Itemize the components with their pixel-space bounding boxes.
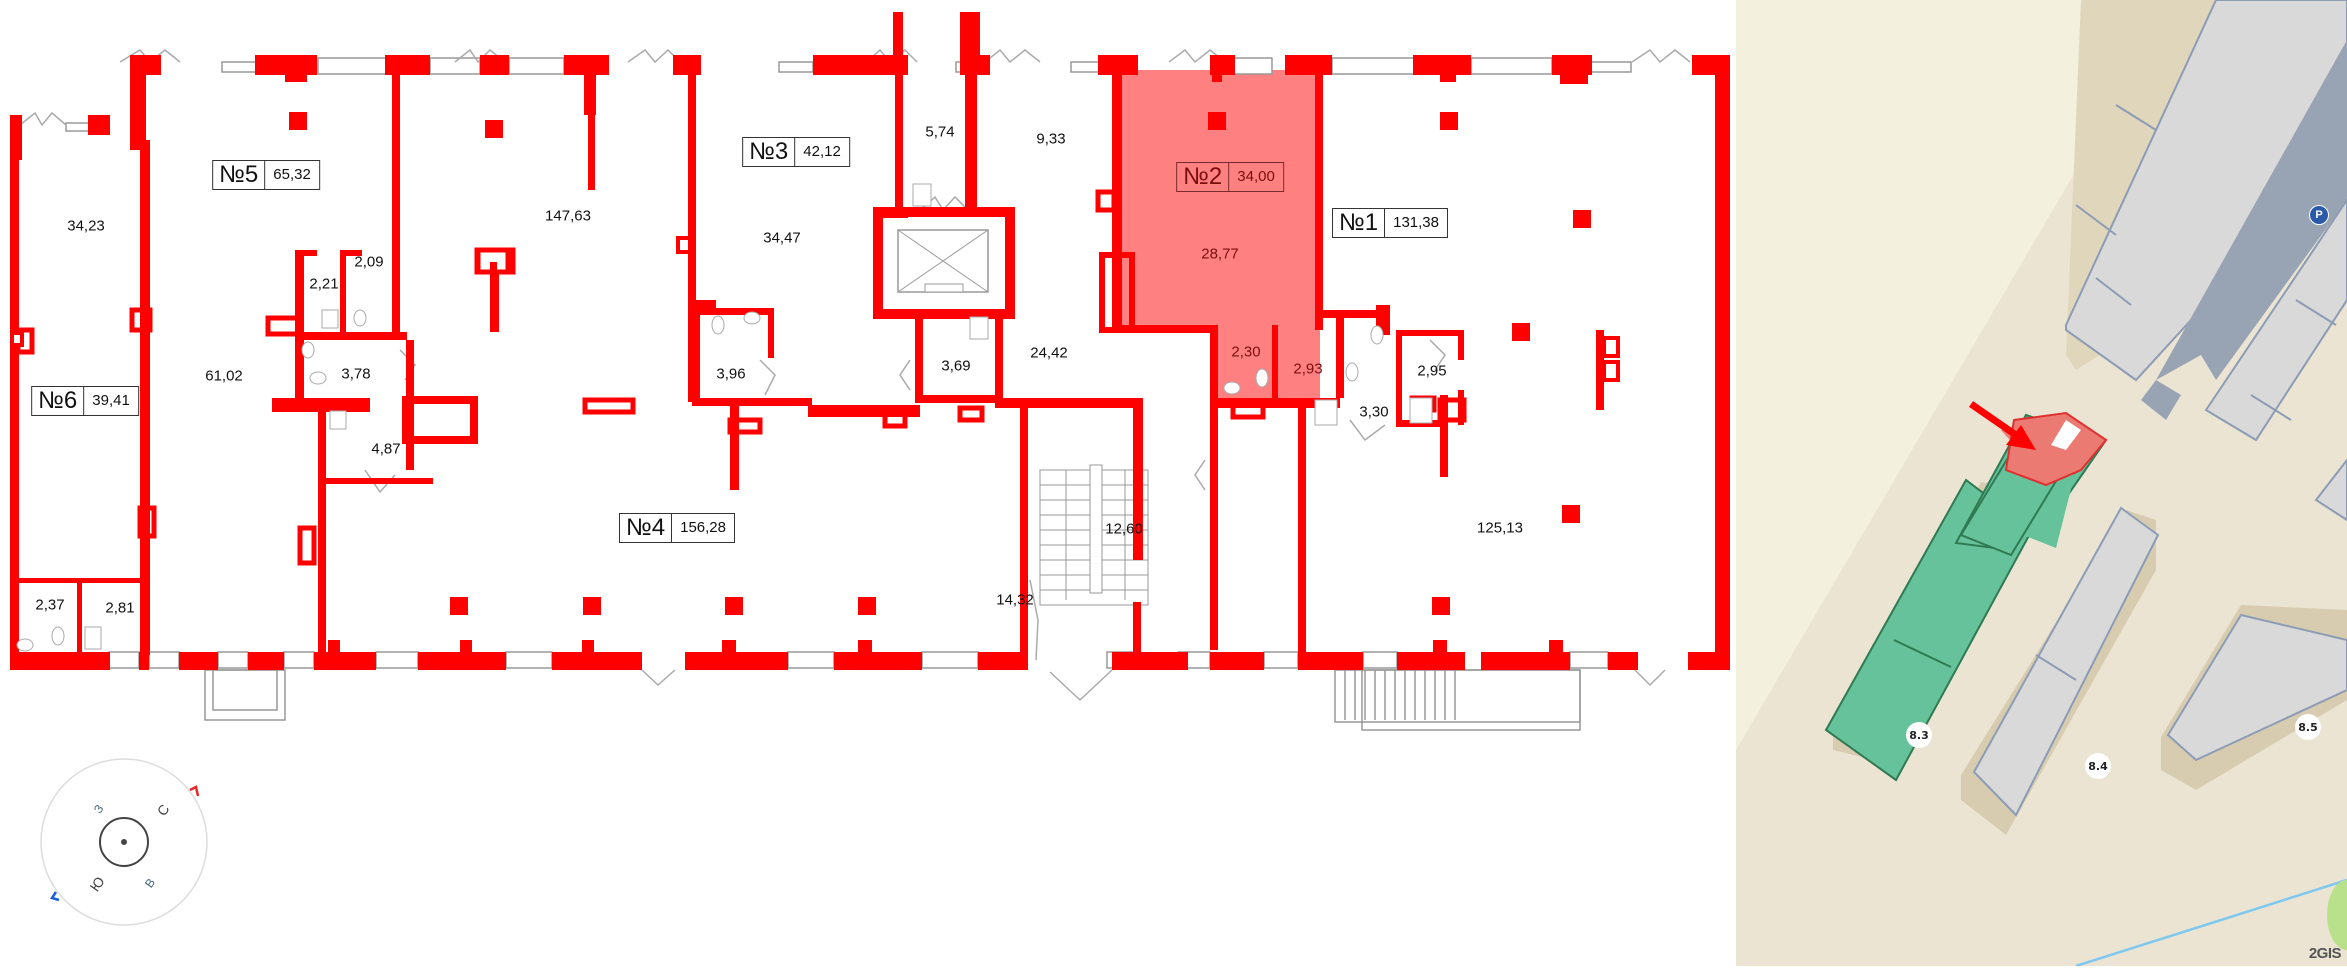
building-8-3[interactable] <box>1824 411 2108 782</box>
unit-2-label[interactable]: №2 34,00 <box>1176 162 1284 192</box>
room-area: 3,30 <box>1359 403 1389 421</box>
room-area: 2,81 <box>105 599 135 617</box>
unit-number: №5 <box>213 161 266 189</box>
elevator <box>873 207 1015 319</box>
unit-4-label[interactable]: №4 156,28 <box>619 513 735 543</box>
walls <box>10 12 1730 670</box>
room-area: 4,87 <box>371 440 401 458</box>
unit-area: 42,12 <box>803 143 841 160</box>
building-8-5[interactable] <box>2161 605 2347 790</box>
building-8-4[interactable] <box>1961 506 2160 835</box>
room-area: 3,96 <box>716 365 746 383</box>
floor-plan-drawing <box>10 12 1730 731</box>
unit-area: 65,32 <box>273 166 311 183</box>
unit-6-label[interactable]: №6 39,41 <box>31 386 139 416</box>
room-area: 147,63 <box>545 207 591 225</box>
room-area: 9,33 <box>1036 130 1066 148</box>
room-area: 2,93 <box>1293 360 1323 378</box>
room-area: 61,02 <box>205 367 243 385</box>
unit-number: №1 <box>1333 209 1386 237</box>
building-label-8-3[interactable]: 8.3 <box>1906 722 1932 748</box>
room-area: 2,37 <box>35 596 65 614</box>
unit-1-label[interactable]: №1 131,38 <box>1332 208 1448 238</box>
room-area: 2,09 <box>354 253 384 271</box>
building-label-8-5[interactable]: 8.5 <box>2295 714 2321 740</box>
unit-area: 39,41 <box>92 392 130 409</box>
unit-area: 34,00 <box>1237 168 1275 185</box>
room-area: 2,30 <box>1231 343 1261 361</box>
room-area: 2,21 <box>309 275 339 293</box>
room-area: 3,78 <box>341 365 371 383</box>
porches <box>204 669 1581 731</box>
map-watermark: 2GIS <box>2308 945 2342 962</box>
room-area: 125,13 <box>1477 519 1523 537</box>
room-area: 28,77 <box>1201 245 1239 263</box>
unit-area: 156,28 <box>680 519 726 536</box>
building-complex <box>2065 0 2347 442</box>
floor-plan: №5 65,32 №3 42,12 №2 34,00 №1 131,38 №6 … <box>10 12 1730 926</box>
building-label-8-4[interactable]: 8.4 <box>2085 753 2111 779</box>
unit-5-label[interactable]: №5 65,32 <box>212 160 320 190</box>
room-area: 14,32 <box>996 591 1034 609</box>
unit-number: №2 <box>1177 163 1230 191</box>
location-map[interactable]: P 8.3 8.4 8.5 2GIS <box>1736 0 2347 966</box>
unit-area: 131,38 <box>1393 214 1439 231</box>
unit-number: №4 <box>620 514 673 542</box>
parking-icon[interactable]: P <box>2309 205 2329 225</box>
unit-3-label[interactable]: №3 42,12 <box>742 137 850 167</box>
unit-number: №3 <box>743 138 796 166</box>
room-area: 3,69 <box>941 357 971 375</box>
room-area: 34,47 <box>763 229 801 247</box>
room-area: 34,23 <box>67 217 105 235</box>
stairs <box>1039 464 1149 606</box>
unit-number: №6 <box>32 387 85 415</box>
compass-icon <box>40 758 208 926</box>
room-area: 24,42 <box>1030 344 1068 362</box>
fixtures <box>16 183 1433 652</box>
room-area: 12,60 <box>1105 520 1143 538</box>
compass[interactable]: С Ю В З <box>40 758 208 926</box>
map-drawing <box>1736 0 2347 966</box>
room-area: 2,95 <box>1417 362 1447 380</box>
doors <box>19 48 1691 702</box>
location-arrow-icon <box>1969 401 2036 450</box>
room-area: 5,74 <box>925 123 955 141</box>
